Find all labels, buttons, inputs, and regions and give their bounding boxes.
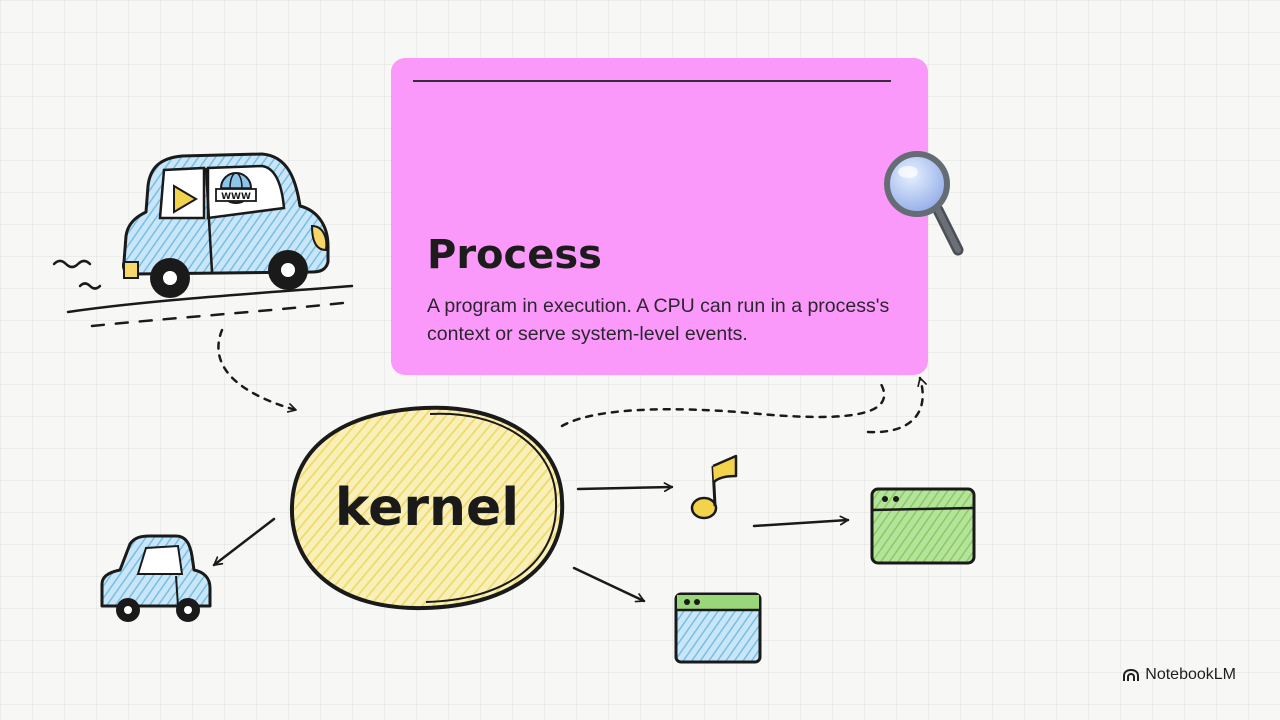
small-car-icon xyxy=(100,534,212,622)
car-sign-text: WWW xyxy=(221,192,251,202)
kernel-blob xyxy=(289,405,565,611)
process-card: Process A program in execution. A CPU ca… xyxy=(391,58,928,375)
card-title: Process xyxy=(427,232,602,278)
notebooklm-brand: NotebookLM xyxy=(1122,666,1236,684)
play-icon xyxy=(173,184,198,214)
kernel-to-small-car-arrow xyxy=(212,517,276,567)
kernel-label: kernel xyxy=(334,478,520,538)
kernel-to-music-arrow xyxy=(576,482,674,493)
window-icon xyxy=(870,487,976,565)
kernel-to-process-dashed-arrow xyxy=(560,382,886,428)
music-to-green-window-arrow xyxy=(752,515,850,528)
car-icon: WWW xyxy=(122,152,330,298)
globe-icon: WWW xyxy=(215,172,257,204)
card-description: A program in execution. A CPU can run in… xyxy=(427,295,890,345)
car-to-kernel-dashed-arrow xyxy=(217,328,298,413)
brand-name: NotebookLM xyxy=(1145,666,1236,683)
process-return-dashed-arrow xyxy=(866,376,927,434)
kernel-to-blue-window-arrow xyxy=(572,566,646,603)
window-icon xyxy=(674,592,762,664)
card-divider xyxy=(413,80,891,82)
magnifier-icon xyxy=(884,151,964,256)
notebooklm-logo-icon xyxy=(1123,668,1140,681)
road xyxy=(52,259,354,328)
music-note-icon xyxy=(690,454,738,520)
